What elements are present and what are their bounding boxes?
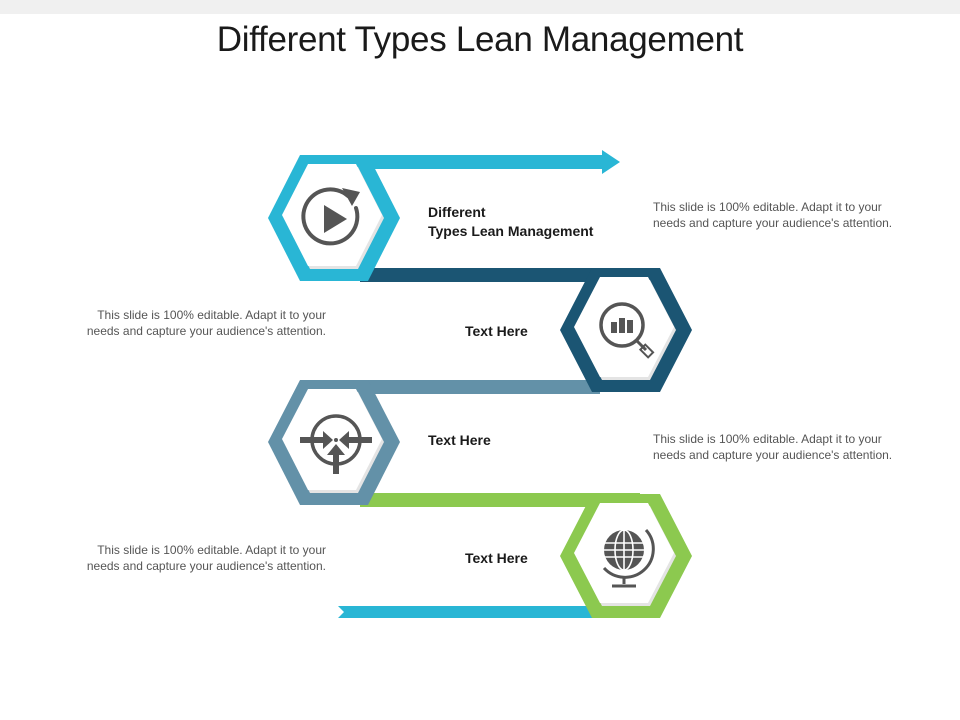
step-1-label-line-2: Types Lean Management <box>428 223 594 239</box>
step-3-description: This slide is 100% editable. Adapt it to… <box>653 431 892 463</box>
connector-3-4 <box>360 493 640 507</box>
converging-arrows-target-icon <box>300 414 372 474</box>
step-3-description-line-2: needs and capture your audience's attent… <box>653 448 893 462</box>
step-1-label-line-1: Different <box>428 204 486 220</box>
step-3-description-line-1: This slide is 100% editable. Adapt it to… <box>653 432 882 446</box>
step-1-description-line-2: needs and capture your audience's attent… <box>653 216 893 230</box>
hexagon-step-3 <box>268 380 400 505</box>
step-2-description: This slide is 100% editable. Adapt it to… <box>40 307 326 339</box>
top-bar <box>0 0 960 14</box>
connector-1-2 <box>360 268 640 282</box>
step-2-description-line-1: This slide is 100% editable. Adapt it to… <box>97 308 326 322</box>
magnifier-chart-icon <box>599 302 655 359</box>
hexagon-step-2 <box>560 268 692 392</box>
step-4-description-line-2: needs and capture your audience's attent… <box>86 559 326 573</box>
play-refresh-icon <box>301 187 360 246</box>
step-1-description-line-1: This slide is 100% editable. Adapt it to… <box>653 200 882 214</box>
step-4-label: Text Here <box>465 550 528 566</box>
step-4-description: This slide is 100% editable. Adapt it to… <box>40 542 326 574</box>
bottom-tail <box>338 606 600 618</box>
step-2-description-line-2: needs and capture your audience's attent… <box>86 324 326 338</box>
step-1-label: Different Types Lean Management <box>428 203 593 241</box>
globe-icon <box>602 528 655 588</box>
connector-2-3 <box>320 380 600 394</box>
step-1-description: This slide is 100% editable. Adapt it to… <box>653 199 892 231</box>
step-4-description-line-1: This slide is 100% editable. Adapt it to… <box>97 543 326 557</box>
top-arrow <box>360 150 620 174</box>
step-2-label: Text Here <box>465 323 528 339</box>
slide-title: Different Types Lean Management <box>216 20 744 59</box>
step-3-label: Text Here <box>428 432 491 448</box>
